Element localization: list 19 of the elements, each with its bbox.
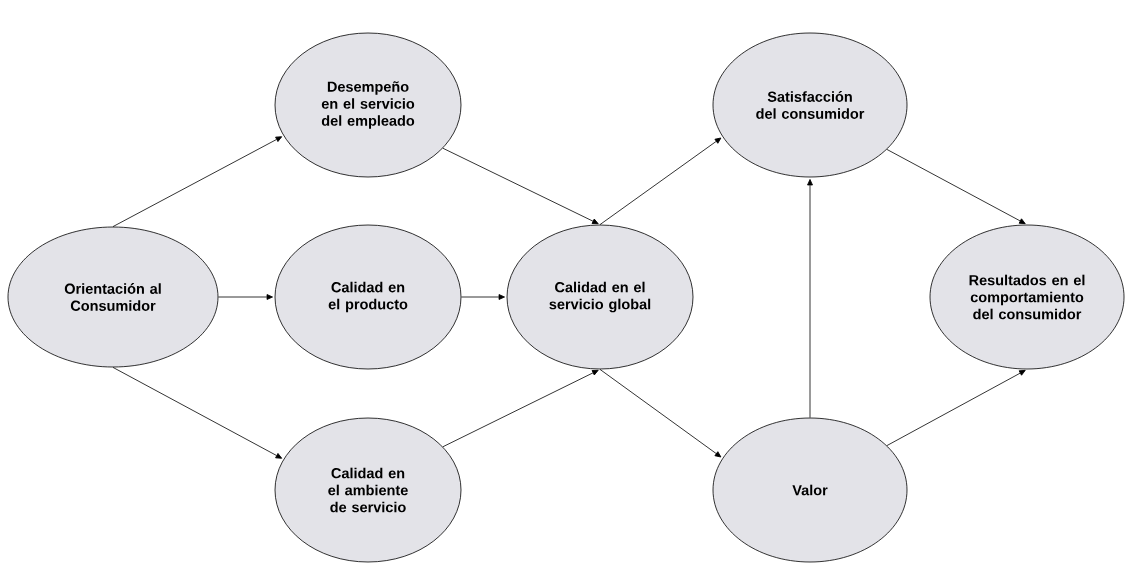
arrow [886, 369, 1026, 446]
arrow [461, 294, 505, 300]
arrow [886, 149, 1026, 225]
ellipse-node: Resultados en el comportamiento del consumidor [929, 224, 1125, 370]
ellipse-node: Calidad en el servicio global [506, 224, 694, 370]
arrow [599, 369, 722, 458]
arrow [442, 147, 599, 225]
arrow [442, 369, 599, 448]
arrow [112, 367, 283, 459]
arrow [218, 294, 273, 300]
arrow [807, 179, 813, 418]
ellipse-node: Calidad en el ambiente de servicio [274, 417, 462, 563]
arrow [112, 136, 283, 227]
ellipse-node: Calidad en el producto [274, 224, 462, 370]
ellipse-node: Orientación al Consumidor [7, 226, 219, 368]
ellipse-node: Valor [712, 417, 908, 563]
arrow [599, 137, 722, 225]
ellipse-node: Satisfacción del consumidor [712, 32, 908, 178]
ellipse-node: Desempeño en el servicio del empleado [274, 32, 462, 178]
